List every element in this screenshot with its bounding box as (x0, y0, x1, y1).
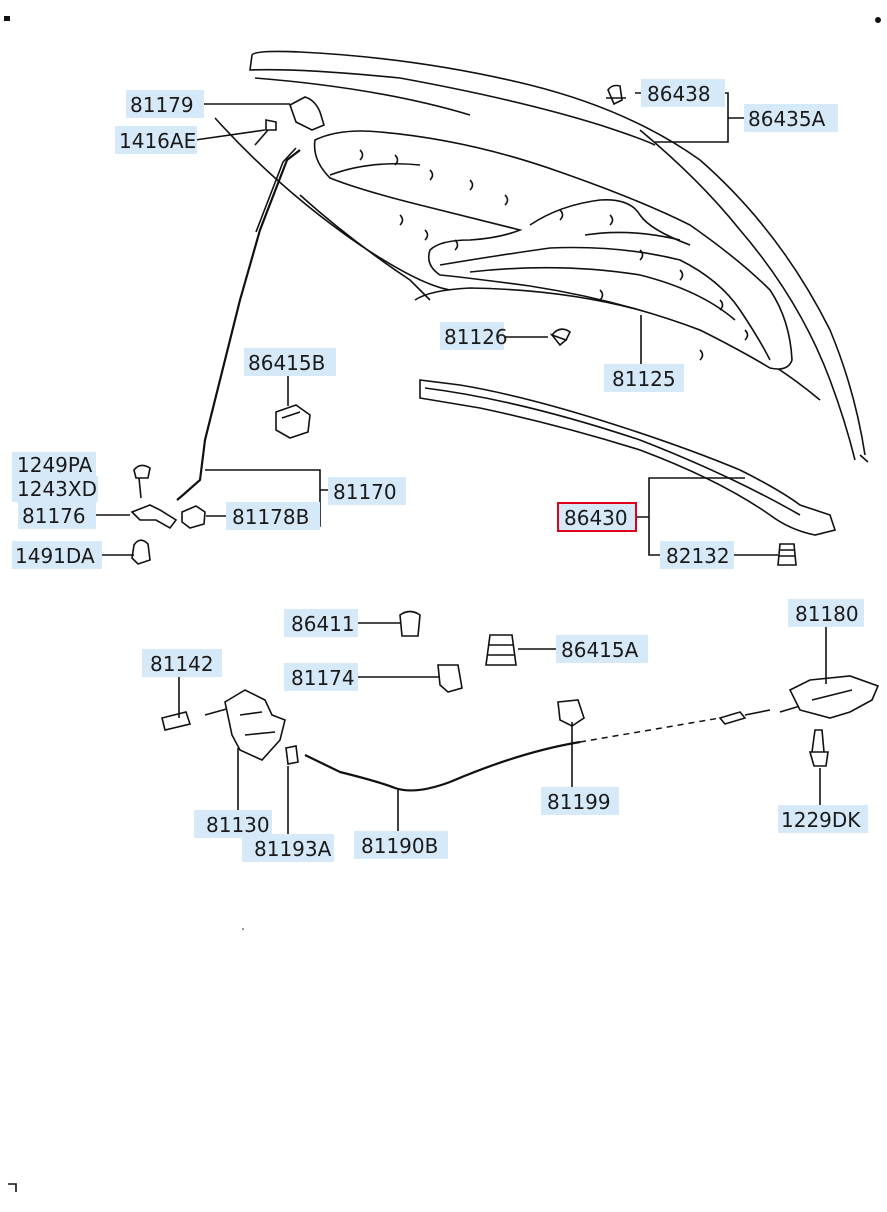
part-number-1249PA: 1249PA (17, 453, 93, 477)
part-label-81174[interactable]: 81174 (284, 663, 358, 691)
release-cable-dashed (579, 717, 721, 743)
part-label-81178B[interactable]: 81178B (226, 502, 320, 530)
part-number-81174: 81174 (291, 666, 355, 690)
bumper-86415B-drawing (275, 404, 311, 439)
part-label-81179[interactable]: 81179 (126, 90, 204, 118)
leader-lines (96, 92, 827, 836)
part-label-81126[interactable]: 81126 (440, 322, 508, 350)
corner-mark (8, 1183, 17, 1192)
grommet-81178B-drawing (181, 505, 206, 529)
release-handle-drawing (788, 675, 880, 719)
part-label-81199[interactable]: 81199 (541, 787, 619, 815)
part-label-1229DK[interactable]: 1229DK (778, 805, 868, 833)
screw-86438-drawing (606, 84, 626, 106)
part-number-81193A: 81193A (254, 837, 332, 861)
part-number-86435A: 86435A (748, 107, 826, 131)
weatherstrip-drawing (419, 379, 837, 536)
part-number-81180: 81180 (795, 602, 859, 626)
part-number-81170: 81170 (333, 480, 397, 504)
part-number-86430: 86430 (564, 506, 628, 530)
part-label-1249PA[interactable]: 1249PA (12, 452, 96, 478)
weatherstrip-detail (424, 387, 801, 516)
part-label-86430[interactable]: 86430 (557, 502, 637, 532)
part-label-81193A[interactable]: 81193A (242, 834, 334, 862)
part-label-81170[interactable]: 81170 (328, 477, 406, 505)
part-number-81178B: 81178B (232, 505, 309, 529)
clip-1249PA-drawing (133, 464, 151, 499)
part-label-1243XD[interactable]: 1243XD (12, 476, 98, 502)
part-number-82132: 82132 (666, 544, 730, 568)
part-number-86415B: 86415B (248, 351, 325, 375)
stray-dot (242, 928, 244, 930)
hood-stay-rod-drawing (176, 149, 301, 501)
bumper-82132-drawing (777, 543, 797, 566)
part-number-1491DA: 1491DA (15, 544, 95, 568)
part-label-86411[interactable]: 86411 (284, 609, 358, 637)
clip-81126-drawing (549, 328, 572, 347)
part-number-86415A: 86415A (561, 638, 639, 662)
release-cable-drawing (304, 740, 581, 792)
part-label-81180[interactable]: 81180 (788, 599, 864, 627)
part-label-86415B[interactable]: 86415B (244, 348, 336, 376)
part-label-81125[interactable]: 81125 (604, 364, 684, 392)
part-label-1491DA[interactable]: 1491DA (12, 541, 102, 569)
bracket-81176-drawing (130, 504, 178, 530)
part-number-86411: 86411 (291, 612, 355, 636)
screw-1416AE-drawing (254, 119, 277, 146)
part-number-81125: 81125 (612, 367, 676, 391)
part-number-81126: 81126 (444, 325, 508, 349)
part-number-81130: 81130 (206, 813, 270, 837)
bumper-86411-drawing (399, 610, 421, 637)
corner-mark (875, 17, 881, 23)
corner-mark (4, 16, 10, 21)
stay-bracket-drawing (289, 96, 325, 131)
release-cable-end (718, 705, 801, 725)
part-label-86435A[interactable]: 86435A (744, 104, 838, 132)
part-number-81176: 81176 (22, 504, 86, 528)
part-label-82132[interactable]: 82132 (660, 541, 734, 569)
clip-1491DA-drawing (131, 539, 151, 565)
clip-81193A-drawing (285, 745, 299, 765)
part-label-81130[interactable]: 81130 (194, 810, 272, 838)
part-number-81142: 81142 (150, 652, 214, 676)
hood-panel-drawing (214, 50, 869, 463)
part-label-1416AE[interactable]: 1416AE (115, 126, 197, 154)
highlight-box (557, 502, 637, 532)
screw-1229DK-drawing (808, 729, 829, 767)
part-label-81142[interactable]: 81142 (142, 649, 222, 677)
hood-stay-rod-detail (255, 147, 297, 233)
part-number-1229DK: 1229DK (781, 808, 861, 832)
part-number-1243XD: 1243XD (17, 477, 97, 501)
cable-guide-drawing (557, 699, 585, 727)
part-number-81190B: 81190B (361, 834, 438, 858)
hood-latch-drawing (224, 689, 286, 761)
part-label-81176[interactable]: 81176 (18, 501, 96, 529)
part-label-81190B[interactable]: 81190B (354, 831, 448, 859)
part-number-1416AE: 1416AE (119, 129, 196, 153)
bolt-81142-drawing (161, 707, 231, 731)
part-number-86438: 86438 (647, 82, 711, 106)
part-label-86438[interactable]: 86438 (641, 79, 725, 107)
bumper-86415A-drawing (485, 634, 517, 666)
part-number-81179: 81179 (130, 93, 194, 117)
clip-81174-drawing (437, 664, 463, 693)
part-label-86415A[interactable]: 86415A (556, 635, 648, 663)
part-number-81199: 81199 (547, 790, 611, 814)
